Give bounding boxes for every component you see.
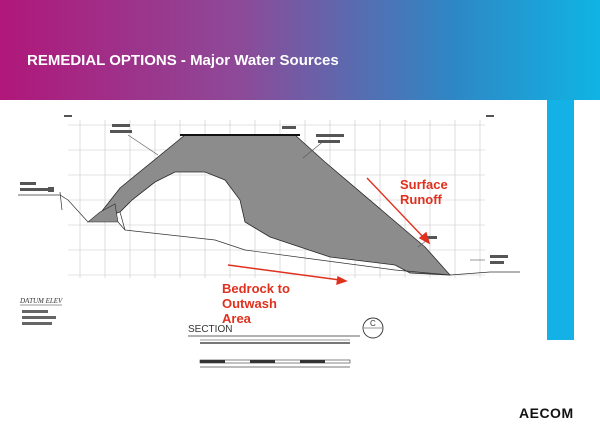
- accent-bar: [547, 100, 574, 340]
- ground-lines: [18, 191, 520, 276]
- left-toe-fill: [87, 203, 119, 223]
- datum-label: DATUM ELEV: [19, 297, 63, 325]
- embankment-fill: [93, 134, 451, 276]
- annotation-arrows: [227, 177, 431, 286]
- aecom-logo: AECOM: [519, 405, 574, 421]
- section-title-block: SECTION C: [188, 317, 384, 368]
- surface-runoff-label: Surface Runoff: [400, 177, 448, 207]
- section-letter: C: [370, 319, 376, 328]
- bedrock-outwash-label: Bedrock to Outwash Area: [222, 281, 290, 326]
- section-label: SECTION: [188, 324, 232, 335]
- datum-text: DATUM ELEV: [19, 297, 63, 305]
- callout-text: [20, 115, 508, 264]
- slide-title: REMEDIAL OPTIONS - Major Water Sources: [27, 52, 339, 69]
- title-banner: REMEDIAL OPTIONS - Major Water Sources: [0, 0, 600, 100]
- cross-section-drawing: DATUM ELEV SECTION C: [18, 115, 520, 368]
